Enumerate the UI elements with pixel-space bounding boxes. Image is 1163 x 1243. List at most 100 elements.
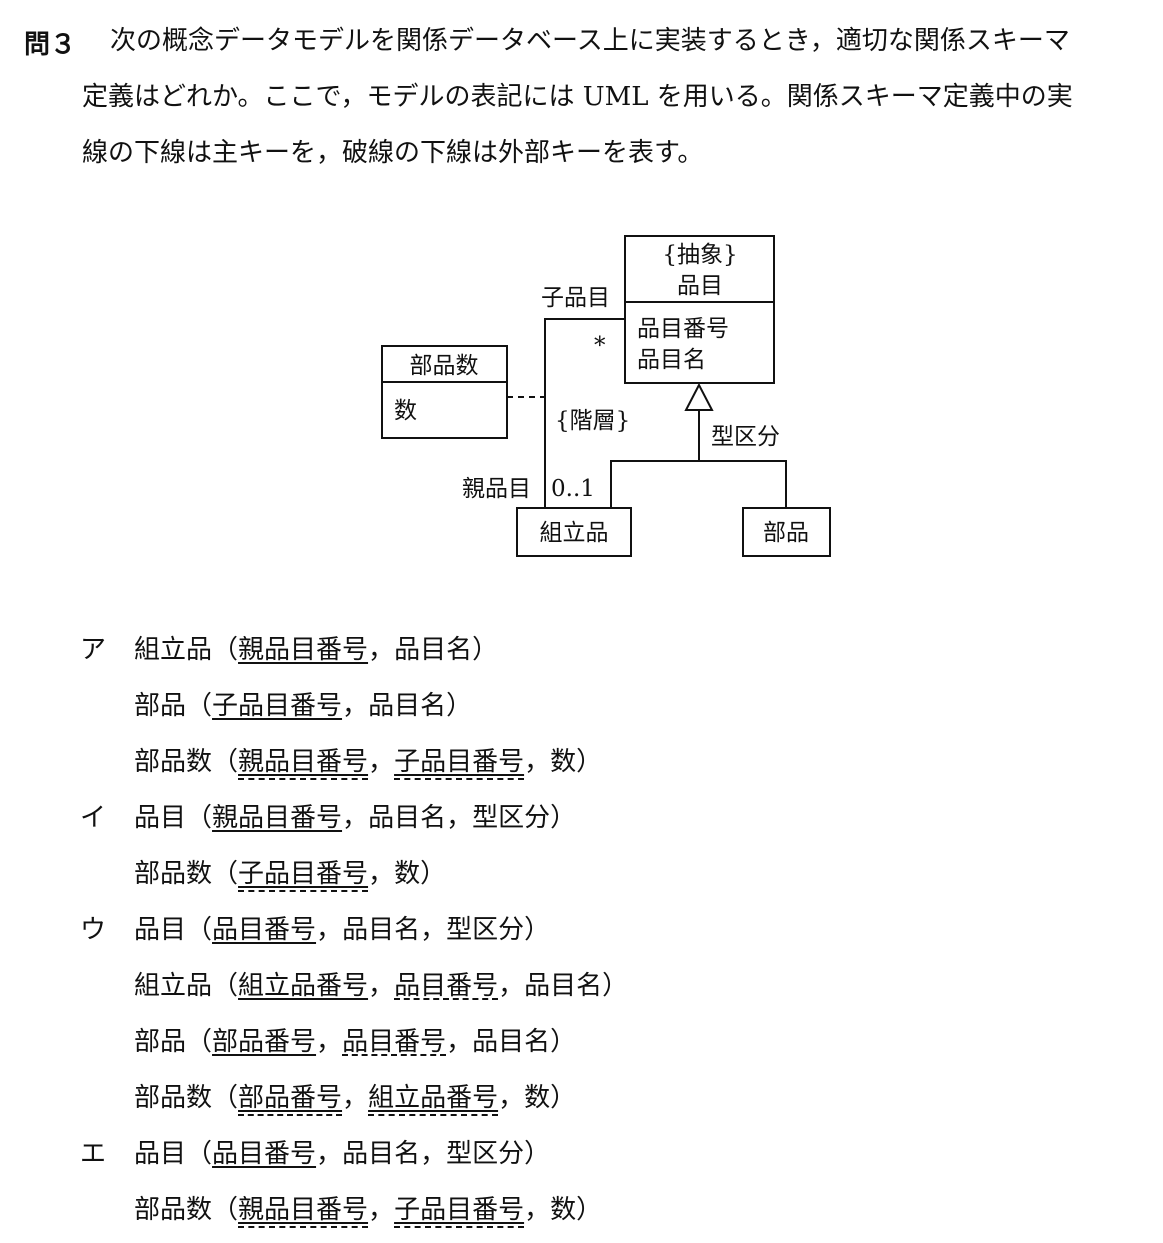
relation-name: 部品: [134, 1027, 187, 1057]
open-paren: （: [212, 635, 239, 665]
attribute: 組立品番号: [238, 971, 369, 1001]
attribute: 数: [550, 747, 577, 777]
hierarchy-constraint: {階層}: [555, 408, 630, 434]
part-class-name: 部品: [763, 520, 809, 546]
attribute: 親品目番号: [238, 747, 369, 780]
attribute-separator: ，: [368, 635, 395, 665]
attribute: 親品目番号: [212, 803, 343, 833]
assembly-class-box: [516, 507, 632, 557]
close-paren: ）: [524, 915, 551, 945]
schema-definition: 組立品（親品目番号，品目名）: [134, 633, 498, 667]
attribute-separator: ，: [316, 1139, 343, 1169]
relation-name: 品目: [134, 803, 187, 833]
open-paren: （: [212, 1195, 239, 1225]
generalization-triangle: [684, 382, 714, 411]
schema-definition: 品目（品目番号，品目名，型区分）: [134, 1137, 550, 1171]
close-paren: ）: [524, 1139, 551, 1169]
attribute: 数: [524, 1083, 551, 1113]
attribute: 品目名: [368, 691, 447, 721]
part-class-box: [742, 507, 831, 557]
attribute: 組立品番号: [368, 1083, 499, 1116]
attribute-separator: ，: [524, 1195, 551, 1225]
attribute: 品目名: [368, 803, 447, 833]
attribute-separator: ，: [342, 1083, 369, 1113]
item-attr-name: 品目名: [637, 347, 706, 373]
parent-multiplicity: 0..1: [551, 476, 595, 502]
attribute: 子品目番号: [394, 1195, 525, 1228]
attribute-separator: ，: [368, 747, 395, 777]
open-paren: （: [212, 971, 239, 1001]
attribute-separator: ，: [368, 971, 395, 1001]
question-text-line-2: 定義はどれか。ここで，モデルの表記には UML を用いる。関係スキーマ定義中の実: [82, 82, 1073, 112]
close-paren: ）: [602, 971, 629, 1001]
attribute-separator: ，: [524, 747, 551, 777]
item-class-box: [624, 235, 775, 384]
association-class-box: [381, 345, 508, 439]
attribute: 親品目番号: [238, 635, 369, 665]
relation-name: 部品数: [134, 859, 213, 889]
close-paren: ）: [550, 1027, 577, 1057]
child-multiplicity: *: [594, 333, 606, 359]
discriminator-label: 型区分: [711, 424, 780, 450]
attribute: 数: [394, 859, 421, 889]
relation-name: 組立品: [134, 971, 213, 1001]
schema-definition: 品目（親品目番号，品目名，型区分）: [134, 801, 576, 835]
attribute-separator: ，: [342, 691, 369, 721]
choice-letter-e[interactable]: エ: [80, 1139, 107, 1169]
attribute: 品目名: [342, 1139, 421, 1169]
attribute: 品目番号: [342, 1027, 447, 1057]
attribute: 数: [550, 1195, 577, 1225]
attribute: 品目番号: [212, 915, 317, 945]
question-text-line-1: 次の概念データモデルを関係データベース上に実装するとき，適切な関係スキーマ: [110, 26, 1070, 56]
attribute-separator: ，: [446, 803, 473, 833]
attribute-separator: ，: [368, 859, 395, 889]
close-paren: ）: [576, 1195, 603, 1225]
schema-definition: 部品（部品番号，品目番号，品目名）: [134, 1025, 576, 1059]
attribute: 子品目番号: [212, 691, 343, 721]
attribute-separator: ，: [420, 1139, 447, 1169]
attribute-separator: ，: [342, 803, 369, 833]
open-paren: （: [212, 747, 239, 777]
attribute-separator: ，: [498, 1083, 525, 1113]
schema-definition: 組立品（組立品番号，品目番号，品目名）: [134, 969, 628, 1003]
association-class-name: 部品数: [410, 353, 479, 379]
schema-definition: 品目（品目番号，品目名，型区分）: [134, 913, 550, 947]
attribute: 品目名: [342, 915, 421, 945]
choice-letter-i[interactable]: イ: [80, 803, 107, 833]
question-text-line-3: 線の下線は主キーを，破線の下線は外部キーを表す。: [82, 138, 704, 168]
open-paren: （: [186, 803, 213, 833]
attribute-separator: ，: [316, 915, 343, 945]
hierarchy-association-line: [544, 318, 625, 508]
open-paren: （: [212, 1083, 239, 1113]
open-paren: （: [186, 1139, 213, 1169]
close-paren: ）: [550, 1083, 577, 1113]
schema-definition: 部品数（部品番号，組立品番号，数）: [134, 1081, 577, 1116]
relation-name: 部品数: [134, 1195, 213, 1225]
attribute: 子品目番号: [394, 747, 525, 780]
relation-name: 品目: [134, 1139, 187, 1169]
uml-diagram: {抽象} 品目 品目番号 品目名 子品目 * {階層} 親品目 0..1 部品数…: [381, 235, 831, 557]
attribute-separator: ，: [498, 971, 525, 1001]
attribute: 子品目番号: [238, 859, 369, 892]
choice-letter-u[interactable]: ウ: [80, 915, 107, 945]
relation-name: 部品: [134, 691, 187, 721]
attribute: 型区分: [446, 915, 525, 945]
relation-name: 部品数: [134, 1083, 213, 1113]
association-class-attr: 数: [394, 398, 417, 424]
attribute-separator: ，: [446, 1027, 473, 1057]
attribute-separator: ，: [316, 1027, 343, 1057]
relation-name: 部品数: [134, 747, 213, 777]
assembly-class-name: 組立品: [540, 520, 609, 546]
attribute: 部品番号: [238, 1083, 343, 1116]
generalization-branches: [610, 460, 787, 508]
parent-role-label: 親品目: [462, 476, 531, 502]
choice-letter-a[interactable]: ア: [80, 635, 107, 665]
open-paren: （: [186, 1027, 213, 1057]
relation-name: 組立品: [134, 635, 213, 665]
close-paren: ）: [550, 803, 577, 833]
attribute: 型区分: [472, 803, 551, 833]
attribute: 部品番号: [212, 1027, 317, 1057]
close-paren: ）: [472, 635, 499, 665]
attribute: 品目名: [524, 971, 603, 1001]
attribute-separator: ，: [420, 915, 447, 945]
